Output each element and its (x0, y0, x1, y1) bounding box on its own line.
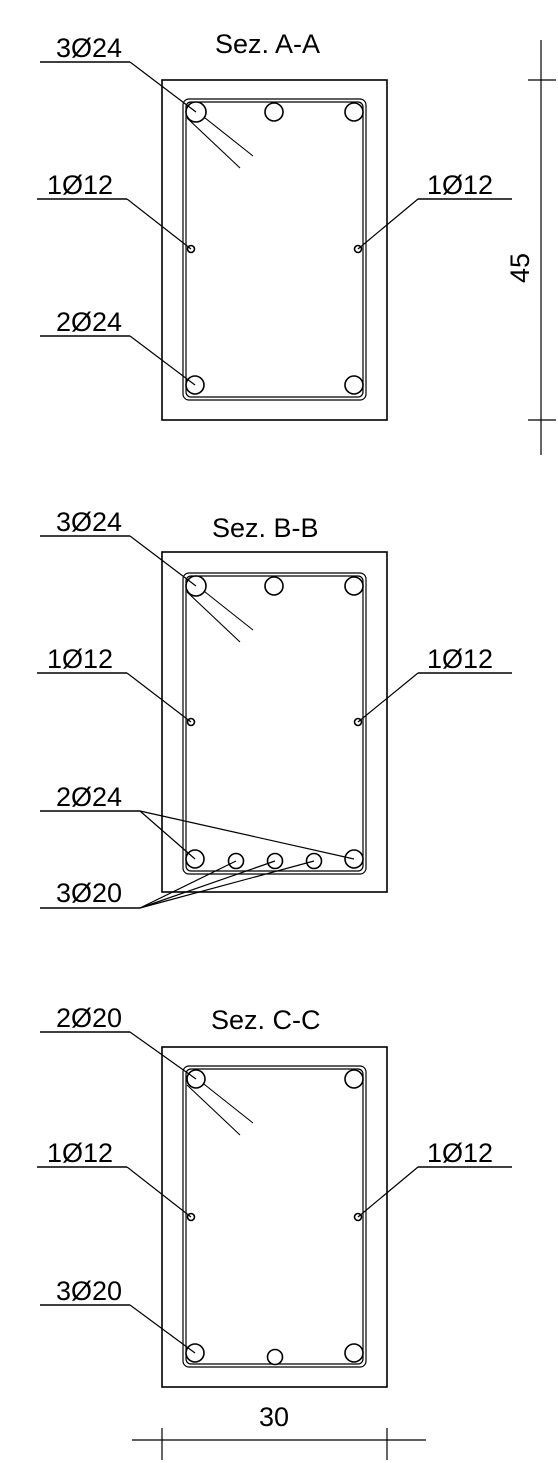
height-dimension-value: 45 (505, 253, 535, 283)
section-b-leader (139, 860, 237, 909)
section-b-leader (139, 860, 315, 909)
section-a-stirrup-outer (182, 98, 367, 401)
section-c-leader (357, 1166, 419, 1218)
section-b-stirrup-inner (185, 575, 364, 872)
section-a-label-right-mid: 1Ø12 (427, 170, 493, 200)
section-b-label-bottom: 2Ø24 (56, 782, 122, 812)
section-b-leader (126, 672, 192, 723)
section-a-bar-24 (344, 375, 364, 395)
section-b-leader (139, 810, 355, 860)
section-c-label-bottom: 3Ø20 (56, 1276, 122, 1306)
section-b-leader (129, 535, 197, 587)
section-b-stirrup-hook (186, 591, 241, 643)
width-dimension-value: 30 (259, 1402, 289, 1432)
section-c-title: Sez. C-C (211, 1005, 321, 1035)
section-c-leader (129, 1304, 196, 1354)
section-b-bar-24 (264, 576, 284, 596)
section-b-label-right-mid: 1Ø12 (427, 644, 493, 674)
section-a-leader (126, 198, 192, 250)
section-c-leader (126, 1166, 192, 1218)
section-a-concrete-outline (161, 79, 388, 421)
section-b-label-left-mid: 1Ø12 (47, 644, 113, 674)
section-c-bar-20 (266, 1348, 284, 1366)
section-b-title: Sez. B-B (212, 513, 319, 543)
section-a-a: Sez. A-A 3Ø24 1Ø12 1Ø12 2Ø24 (37, 29, 512, 421)
height-dimension: 45 (505, 40, 556, 455)
section-a-leader (357, 198, 419, 250)
section-c-concrete-outline (161, 1046, 388, 1388)
section-b-label-bottom-extra: 3Ø20 (56, 878, 122, 908)
section-c-label-top: 2Ø20 (56, 1003, 122, 1033)
section-b-leader (139, 860, 276, 909)
section-a-bar-24 (344, 102, 364, 122)
section-a-label-bottom: 2Ø24 (56, 307, 122, 337)
section-b-b: Sez. B-B 3Ø24 1Ø12 1Ø12 2Ø24 3Ø20 (37, 507, 512, 909)
section-c-c: Sez. C-C 2Ø20 1Ø12 1Ø12 3Ø20 (37, 1003, 512, 1388)
section-c-bar-20 (344, 1069, 364, 1089)
section-c-stirrup-outer (182, 1065, 367, 1368)
section-b-label-top: 3Ø24 (56, 507, 122, 537)
section-a-stirrup-hook (186, 117, 241, 169)
section-c-label-right-mid: 1Ø12 (427, 1138, 493, 1168)
section-b-bar-24 (344, 576, 364, 596)
section-a-stirrup-inner (185, 101, 364, 398)
section-c-bar-20 (344, 1343, 364, 1363)
section-c-leader (129, 1031, 197, 1080)
section-b-stirrup-outer (182, 572, 367, 875)
section-b-leader (357, 672, 419, 723)
section-c-stirrup-inner (185, 1068, 364, 1365)
section-a-title: Sez. A-A (215, 29, 320, 59)
section-a-label-top: 3Ø24 (56, 33, 122, 63)
section-c-stirrup-hook (186, 1084, 241, 1136)
section-a-leader (129, 335, 196, 386)
section-a-label-left-mid: 1Ø12 (47, 170, 113, 200)
width-dimension: 30 (132, 1402, 426, 1460)
section-c-label-left-mid: 1Ø12 (47, 1138, 113, 1168)
section-b-leader (139, 810, 196, 860)
section-b-concrete-outline (161, 551, 388, 893)
section-a-leader (129, 61, 197, 113)
section-c-stirrup-hook (194, 1076, 254, 1124)
section-a-bar-24 (264, 102, 284, 122)
